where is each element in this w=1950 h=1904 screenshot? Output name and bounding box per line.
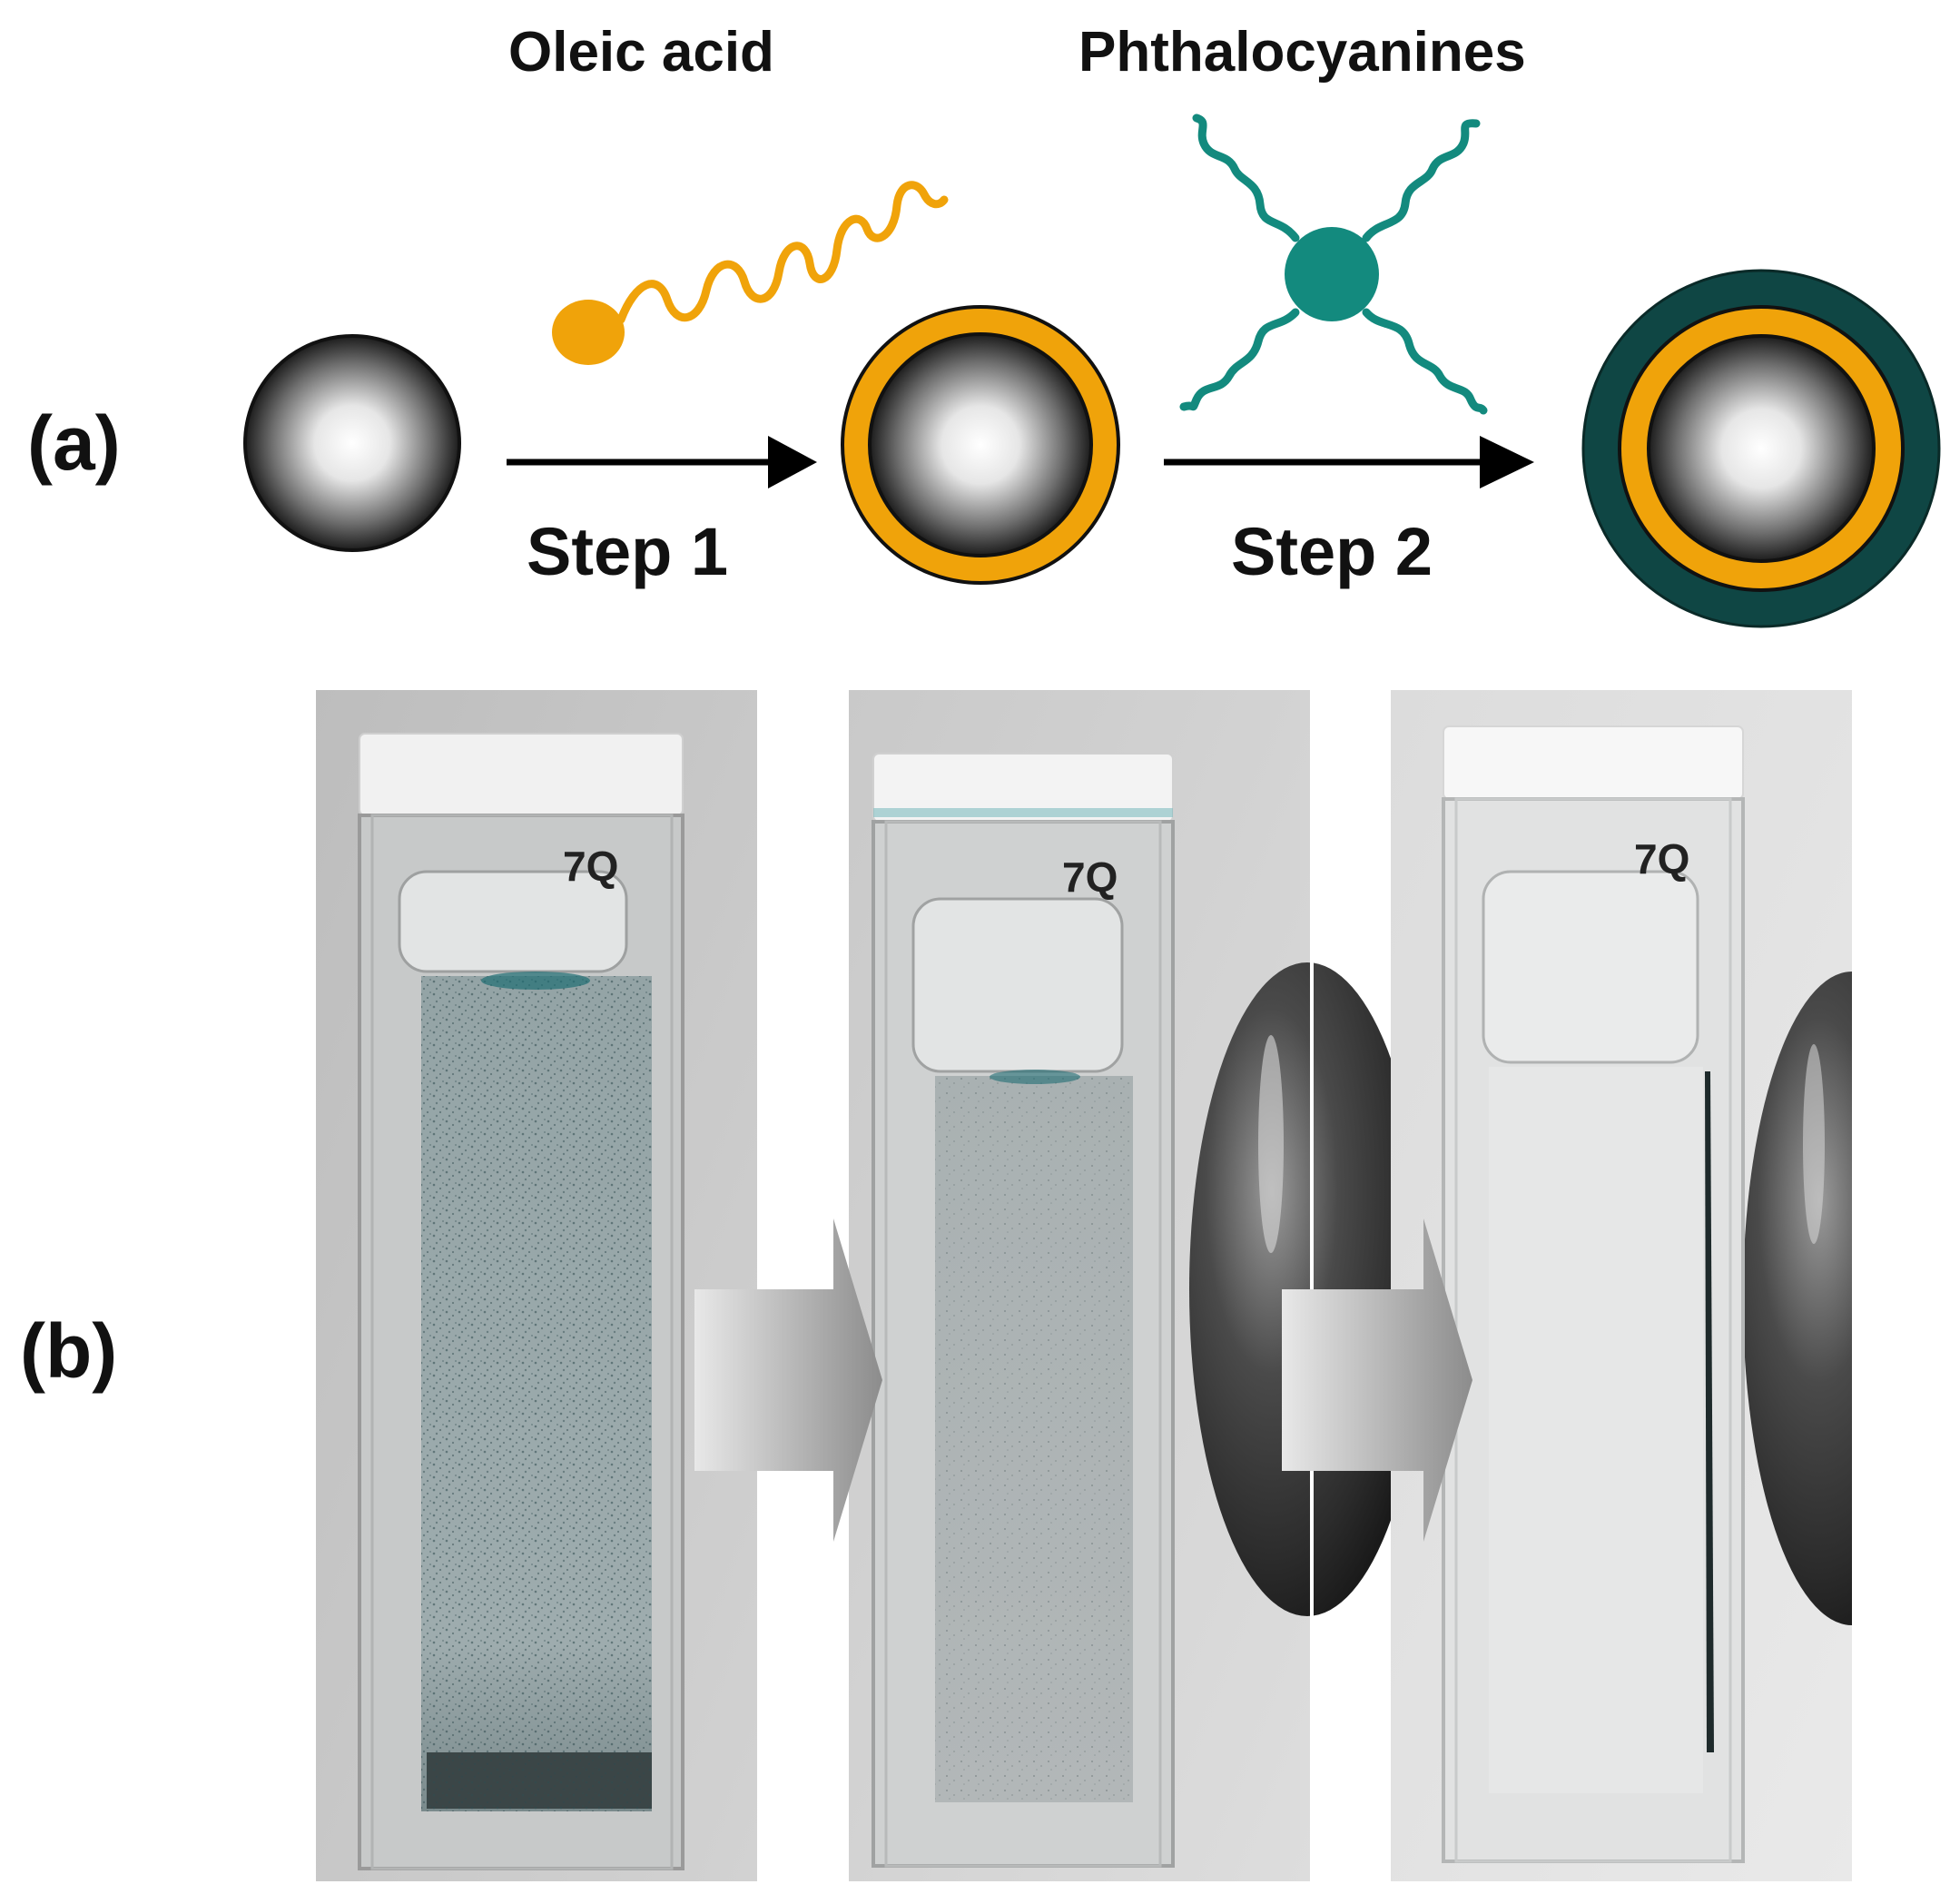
transition-arrow-2 xyxy=(1282,1218,1472,1542)
photo-1-dispersed xyxy=(316,690,757,1881)
bare-nanoparticle xyxy=(243,334,461,552)
oleic-coated-nanoparticle xyxy=(841,305,1120,585)
cuvette-3-marking: 7Q xyxy=(1634,835,1689,883)
phthalocyanine-molecule-icon xyxy=(1179,113,1488,415)
phthalocyanines-label: Phthalocyanines xyxy=(1078,21,1526,84)
panel-a-label: (a) xyxy=(27,400,121,486)
oleic-acid-molecule-icon xyxy=(552,181,949,365)
panel-b-label: (b) xyxy=(20,1308,118,1394)
step-2-arrow xyxy=(1164,436,1534,488)
photo-2-separating xyxy=(849,690,1425,1881)
photo-3-separated xyxy=(1391,690,1950,1881)
cuvette-2-marking: 7Q xyxy=(1062,853,1118,901)
step-2-label: Step 2 xyxy=(1231,514,1433,589)
oleic-acid-label: Oleic acid xyxy=(508,21,774,84)
step-1-label: Step 1 xyxy=(527,514,729,589)
transition-arrow-1 xyxy=(694,1218,882,1542)
cuvette-1-marking: 7Q xyxy=(563,843,618,890)
step-1-arrow xyxy=(507,436,817,488)
phthalocyanine-coated-nanoparticle xyxy=(1581,269,1941,628)
